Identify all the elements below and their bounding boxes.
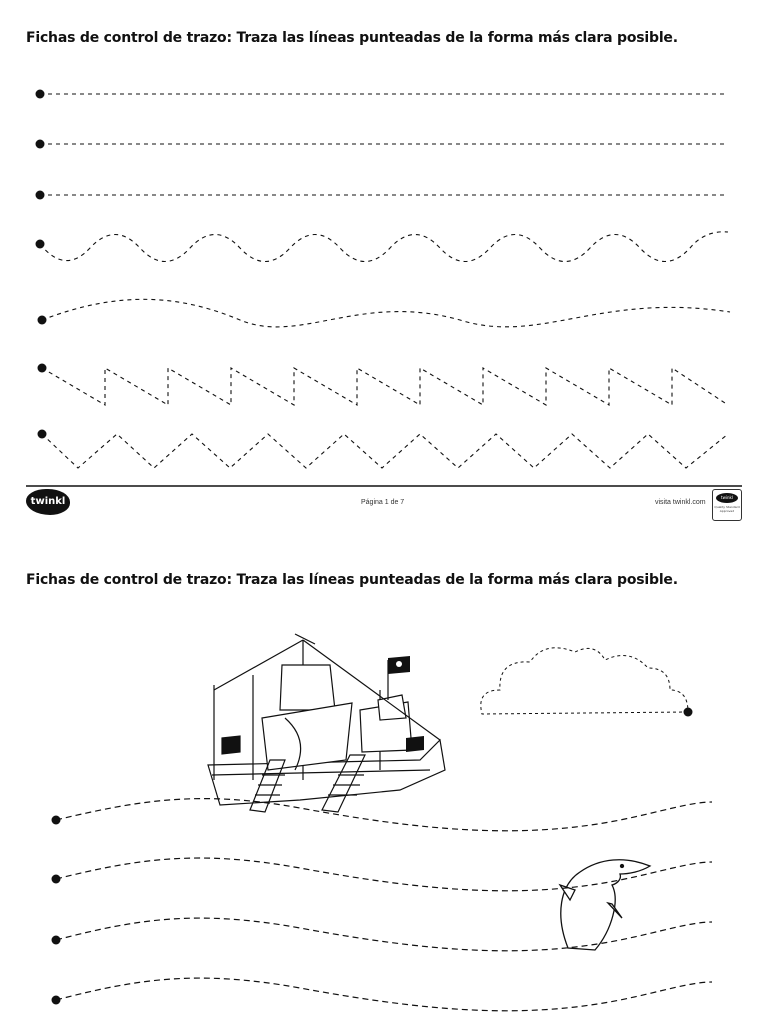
start-dot-icon — [35, 239, 45, 249]
trace-line-short-wave[interactable] — [39, 231, 729, 262]
page-1-title: Fichas de control de trazo: Traza las lí… — [26, 30, 678, 46]
start-dot-icon — [51, 995, 61, 1005]
start-dot-icon — [37, 363, 47, 373]
trace-wave-3[interactable] — [55, 917, 713, 952]
pirate-ship-icon — [207, 633, 446, 813]
start-dot-icon — [35, 190, 45, 200]
cloud-trace-icon[interactable] — [480, 647, 689, 715]
trace-wave-1[interactable] — [55, 798, 713, 832]
badge-logo: twinkl — [716, 493, 738, 503]
quality-badge: twinkl Quality Standard Approved — [712, 489, 742, 521]
start-dot-icon — [37, 429, 47, 439]
trace-line-zigzag[interactable] — [41, 433, 729, 469]
page-number: Página 1 de 7 — [361, 499, 405, 506]
skull-icon — [396, 661, 402, 667]
twinkl-logo: twinkl — [26, 489, 70, 515]
start-dot-icon — [51, 935, 61, 945]
start-dot-icon — [35, 139, 45, 149]
trace-line-sawtooth[interactable] — [41, 366, 729, 406]
trace-line-long-wave[interactable] — [41, 298, 731, 328]
start-dot-icon — [683, 707, 693, 717]
trace-wave-2[interactable] — [55, 857, 713, 892]
page-2-title: Fichas de control de trazo: Traza las lí… — [26, 572, 678, 588]
start-dot-icon — [35, 89, 45, 99]
trace-wave-4[interactable] — [55, 977, 713, 1012]
start-dot-icon — [51, 815, 61, 825]
visit-link[interactable]: visita twinkl.com — [655, 499, 706, 506]
start-dot-icon — [51, 874, 61, 884]
pirate-flag-icon — [406, 736, 424, 752]
badge-text: Quality Standard Approved — [714, 505, 740, 513]
start-dot-icon — [37, 315, 47, 325]
